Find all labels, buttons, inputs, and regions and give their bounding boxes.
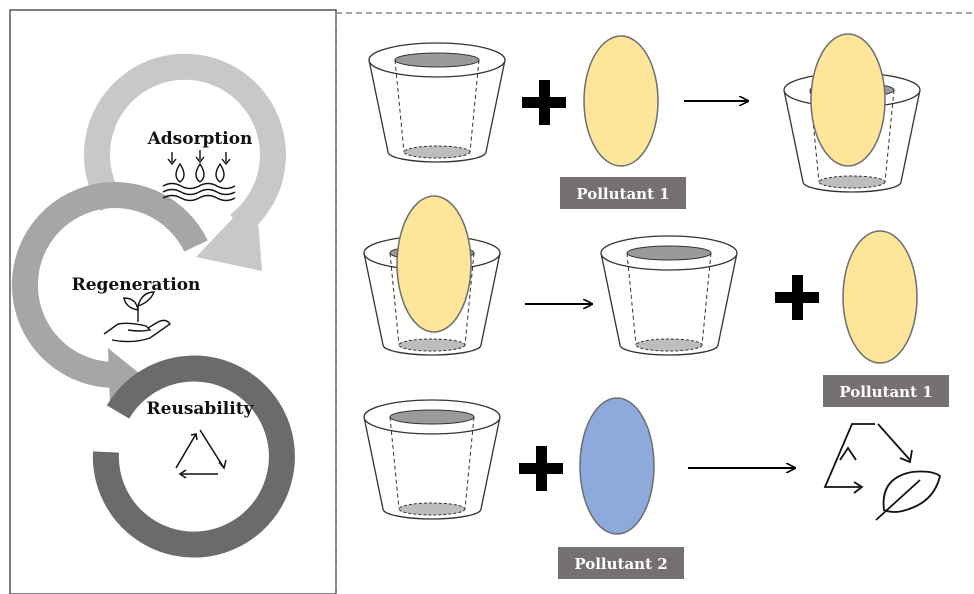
reusability-label: Reusability [147,399,255,419]
process-row-3: Pollutant 2 [363,397,942,581]
pollutant-tag-label: Pollutant 1 [576,185,669,203]
adsorbent-cup [363,399,501,520]
plus-sign [775,275,819,320]
adsorption-arrow [83,53,286,236]
plus-sign [522,80,566,125]
process-row-1: Pollutant 1 [368,33,921,211]
adsorption-arrowhead [196,194,262,271]
regenerated-cup [600,235,738,356]
plus-sign [519,446,563,491]
released-pollutant [842,230,918,364]
pollutant-tag-label: Pollutant 2 [574,555,667,573]
adsorbed-pollutant [396,195,472,333]
water-drops-icon [162,150,236,202]
adsorbed-pollutant [810,33,886,167]
pollutant-particle [579,397,655,535]
regeneration-label: Regeneration [72,275,201,295]
pollutant-tag-label: Pollutant 1 [839,383,932,401]
hand-plant-icon [103,291,171,343]
adsorption-label: Adsorption [147,129,253,149]
recycle-icon [175,429,227,479]
process-row-2: Pollutant 1 [363,195,951,409]
adsorbent-cup [368,42,506,163]
reusability-ring [92,355,295,558]
pollutant-particle [583,35,659,167]
pollutant-tag: Pollutant 2 [556,545,686,581]
cycle-diagram: Adsorption Regeneration Reusability [11,53,295,558]
regeneration-arrow [11,182,208,388]
pollutant-tag: Pollutant 1 [821,373,951,409]
cycle-panel-frame [9,9,337,594]
pollutant-tag: Pollutant 1 [558,175,688,211]
recycle-leaf-icon [823,423,942,521]
